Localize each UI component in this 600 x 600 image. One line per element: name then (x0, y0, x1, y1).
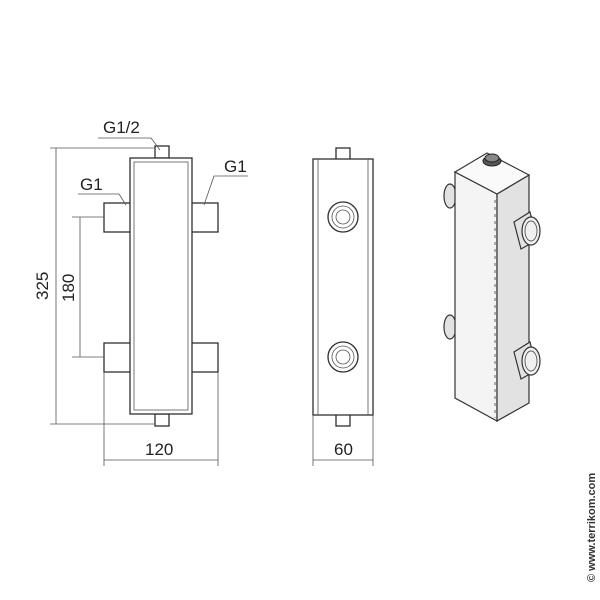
side-main-body (312, 158, 374, 416)
side-upper-port-inner (335, 209, 351, 225)
iso-rear-upper-stub (443, 183, 457, 209)
dim-height-total: 325 (33, 272, 52, 300)
front-bottom-stub (154, 413, 170, 427)
iso-face-top (453, 152, 531, 195)
front-view: G1/2 G1 G1 325 180 120 (33, 118, 248, 466)
top-port-label: G1/2 (103, 118, 140, 137)
left-port-leader (78, 193, 127, 206)
top-port-leader (98, 137, 161, 151)
iso-top-nipple-cap (484, 153, 500, 163)
side-lower-port-outer (327, 341, 359, 373)
front-right-upper-pipe (189, 202, 219, 233)
iso-face-right (496, 173, 530, 423)
dim-width-side: 60 (334, 440, 353, 459)
iso-upper-port (513, 211, 541, 250)
left-port-label: G1 (80, 175, 103, 194)
right-port-leader (203, 175, 248, 206)
side-view: 60 (312, 147, 374, 466)
front-main-body (129, 157, 193, 415)
front-top-stub (154, 145, 170, 159)
front-body-inner (133, 161, 189, 411)
side-bottom-stub (335, 413, 351, 427)
isometric-view (443, 152, 541, 423)
front-left-upper-pipe (103, 202, 133, 233)
dim-width-front: 120 (145, 440, 173, 459)
iso-face-left (454, 171, 498, 423)
front-left-lower-pipe (103, 342, 133, 373)
dim-port-spacing: 180 (59, 274, 78, 302)
side-upper-port-outer (327, 201, 359, 233)
copyright-text: © www.terrikom.com (586, 473, 598, 582)
side-top-stub (335, 147, 351, 161)
front-right-lower-pipe (189, 342, 219, 373)
iso-lower-port (513, 341, 541, 380)
iso-rear-lower-stub (443, 314, 457, 340)
side-lower-port-mid (331, 345, 355, 369)
side-upper-port-mid (331, 205, 355, 229)
side-lower-port-inner (335, 349, 351, 365)
right-port-label: G1 (224, 157, 247, 176)
